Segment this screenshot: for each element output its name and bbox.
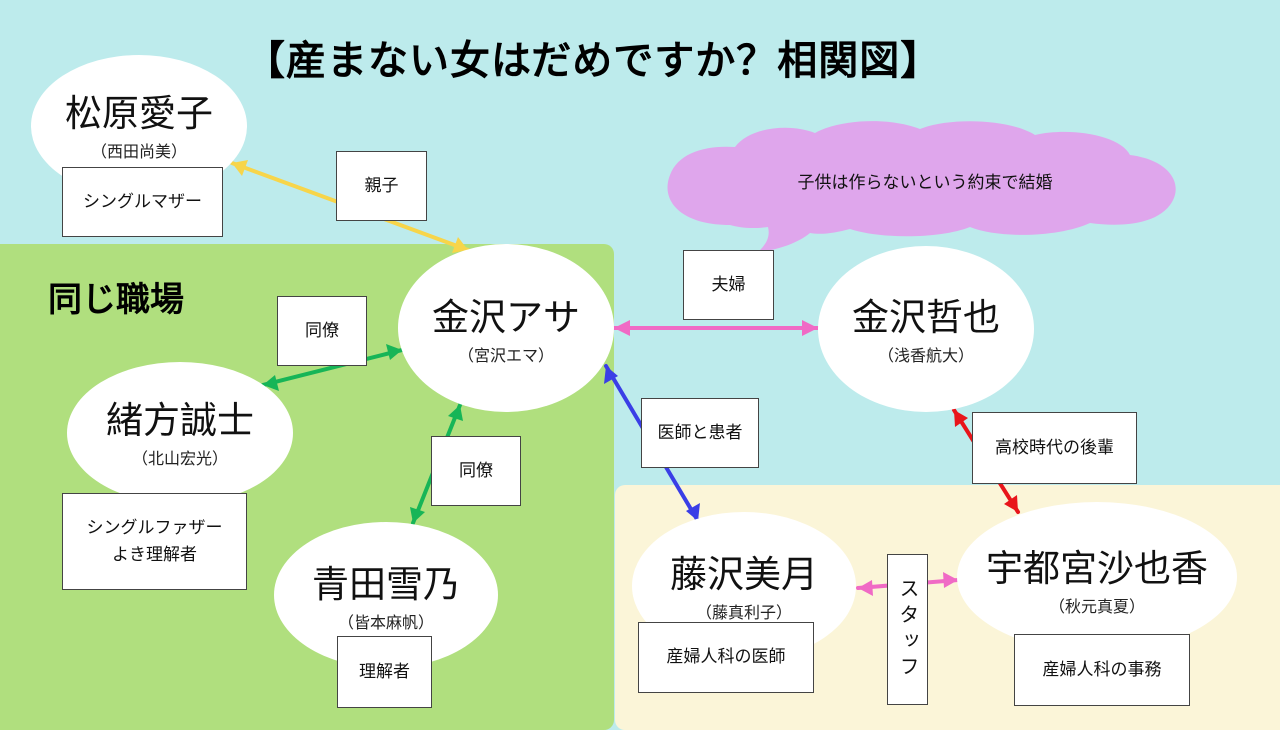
name-utsunomiya: 宇都宮沙也香: [986, 547, 1208, 590]
node-kanazawa-tetsuya: 金沢哲也 （浅香航大）: [818, 246, 1034, 412]
role-ogata-line2: よき理解者: [112, 544, 197, 565]
role-fujisawa: 産婦人科の医師: [638, 622, 814, 693]
name-kanazawa-asa: 金沢アサ: [432, 296, 580, 339]
workplace-label: 同じ職場: [48, 280, 184, 320]
name-fujisawa: 藤沢美月: [670, 553, 818, 596]
node-kanazawa-asa: 金沢アサ （宮沢エマ）: [398, 244, 614, 412]
role-ogata: シングルファザー よき理解者: [62, 493, 247, 590]
actor-kanazawa-tetsuya: （浅香航大）: [877, 346, 974, 365]
relation-staff: スタッフ: [887, 554, 928, 705]
actor-aoda: （皆本麻帆）: [337, 613, 434, 632]
role-ogata-line1: シングルファザー: [86, 518, 223, 539]
relation-parent-child: 親子: [336, 151, 427, 221]
role-utsunomiya: 産婦人科の事務: [1014, 634, 1190, 706]
bubble-text: 子供は作らないという約束で結婚: [797, 173, 1053, 193]
relation-coworker-aoda: 同僚: [431, 436, 521, 506]
relation-married: 夫婦: [683, 250, 774, 320]
role-aoda: 理解者: [337, 636, 432, 708]
role-matsubara: シングルマザー: [62, 167, 223, 237]
actor-utsunomiya: （秋元真夏）: [1048, 597, 1145, 616]
name-ogata: 緒方誠士: [106, 399, 254, 442]
node-ogata: 緒方誠士 （北山宏光）: [67, 362, 293, 504]
arrowheads: [232, 160, 1018, 596]
node-utsunomiya: 宇都宮沙也香 （秋元真夏）: [957, 502, 1237, 652]
coworker-arrow-ogata: [261, 348, 404, 387]
actor-ogata: （北山宏光）: [131, 449, 228, 468]
name-aoda: 青田雪乃: [312, 563, 460, 606]
name-kanazawa-tetsuya: 金沢哲也: [852, 296, 1000, 339]
relation-doctor-patient: 医師と患者: [641, 398, 759, 468]
name-matsubara: 松原愛子: [65, 92, 213, 135]
page-title: 【産まない女はだめですか？相関図】: [245, 38, 942, 84]
relation-coworker-ogata: 同僚: [277, 296, 367, 366]
relation-kohai: 高校時代の後輩: [972, 412, 1137, 484]
actor-fujisawa: （藤真利子）: [695, 603, 792, 622]
actor-matsubara: （西田尚美）: [90, 142, 187, 161]
actor-kanazawa-asa: （宮沢エマ）: [457, 346, 554, 365]
thought-bubble: [667, 121, 1176, 252]
